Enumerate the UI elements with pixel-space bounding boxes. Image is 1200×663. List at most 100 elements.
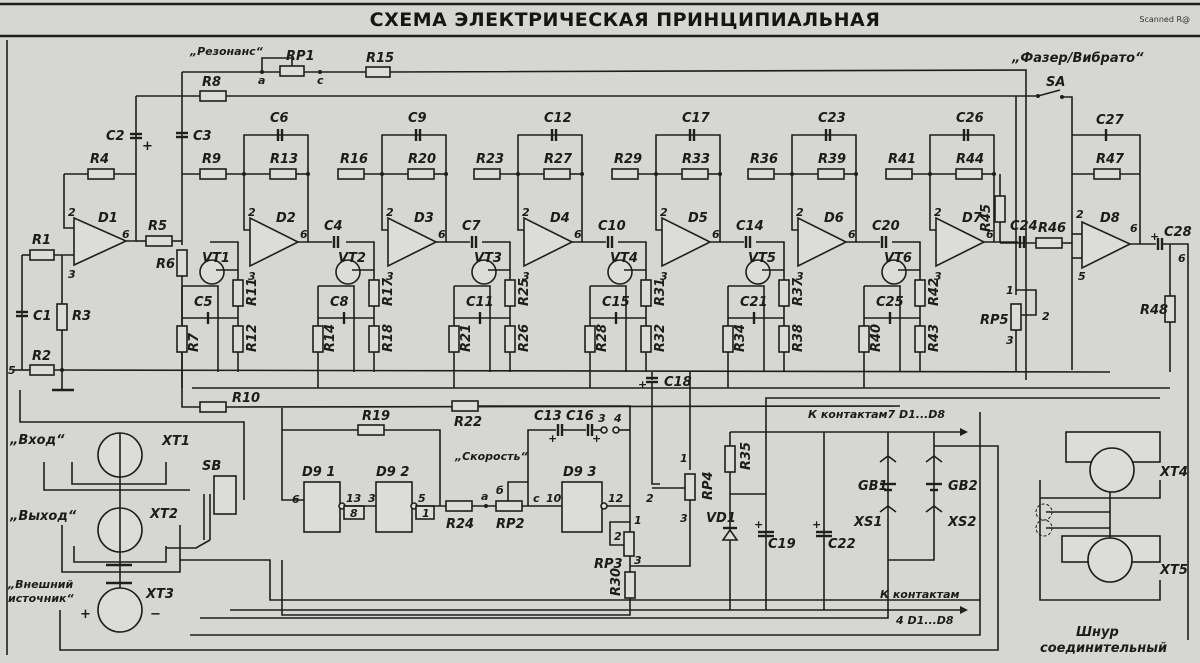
pin-3: 3 <box>660 270 668 283</box>
resistor-r11 <box>232 279 244 307</box>
wire <box>527 429 556 482</box>
resistor-r1 <box>29 249 55 261</box>
phaser-vibrato-label: „Фазер/Вибрато“ <box>1011 51 1144 66</box>
potentiometer-rp5[interactable] <box>1010 303 1022 331</box>
opamp-d5 <box>661 216 712 268</box>
switch-sa[interactable] <box>1037 89 1061 97</box>
pin-3: 3 <box>522 270 530 283</box>
resistor-label: R9 <box>202 152 221 167</box>
d93-label: D9 3 <box>563 465 596 480</box>
wire <box>384 429 441 506</box>
resistor-r14 <box>312 325 324 353</box>
capacitor-label: C5 <box>194 295 213 310</box>
socket-xs1-top <box>879 455 897 463</box>
pin-c: c <box>533 492 540 505</box>
pin-3: 3 <box>598 412 606 425</box>
potentiometer-rp1[interactable] <box>279 65 305 77</box>
pin-3: 3 <box>634 554 642 567</box>
resistor-label: R33 <box>682 152 710 167</box>
gb1-label: GB1 <box>858 479 888 494</box>
pin-2: 2 <box>248 206 256 219</box>
resistor-r2 <box>29 364 55 376</box>
din-connector-xt5[interactable] <box>1087 537 1133 583</box>
din-connector-xt4[interactable] <box>1089 447 1135 493</box>
pin-5: 5 <box>1078 270 1086 283</box>
wire <box>381 174 388 231</box>
resistor-r17 <box>368 279 380 307</box>
r6-label: R6 <box>156 257 175 272</box>
resistor-r26 <box>504 325 516 353</box>
c22-plus: + <box>812 518 821 531</box>
r47-label: R47 <box>1096 152 1125 167</box>
capacitor-label: C26 <box>956 111 984 126</box>
phase-stage: 236 <box>885 129 1026 283</box>
xt2-label: XT2 <box>149 507 178 522</box>
resistor-label: R18 <box>381 324 396 352</box>
resistor-r6 <box>176 249 188 277</box>
capacitor-label: C6 <box>270 111 289 126</box>
jumper-contact <box>612 426 620 434</box>
wire <box>1040 480 1161 499</box>
resistor-r20 <box>407 168 435 180</box>
r15-label: R15 <box>366 51 394 66</box>
resistor-r32 <box>640 325 652 353</box>
wire <box>482 241 511 258</box>
potentiometer-rp4[interactable] <box>684 473 696 501</box>
pin-1: 1 <box>680 452 688 465</box>
xt4-label: XT4 <box>1159 465 1188 480</box>
din-connector-xt3[interactable] <box>97 587 143 633</box>
resistor-label: R41 <box>888 152 916 167</box>
vd1-label: VD1 <box>706 511 736 526</box>
capacitor-label: C14 <box>736 219 764 234</box>
wire <box>63 174 74 229</box>
junction <box>484 504 488 508</box>
opamp-label: D4 <box>550 211 570 226</box>
transistor-label: VT3 <box>474 251 502 266</box>
capacitor-label: C17 <box>682 111 711 126</box>
resistor-r35 <box>724 445 736 473</box>
logic-gate-d9-3 <box>561 481 603 533</box>
resistor-r40 <box>858 325 870 353</box>
pin-3: 3 <box>68 268 76 281</box>
pin-2: 2 <box>522 206 530 219</box>
resistor-label: R38 <box>791 324 806 352</box>
wire <box>230 445 999 651</box>
r30-label: R30 <box>609 568 624 596</box>
arrow-icon <box>960 606 968 614</box>
resistor-r10 <box>199 401 227 413</box>
pin-6: 6 <box>438 228 446 241</box>
r4-label: R4 <box>90 152 109 167</box>
fet-transistor-vt3 <box>471 259 497 285</box>
scan-watermark: Scanned R@ <box>1139 15 1190 24</box>
resistor-label: R16 <box>340 152 368 167</box>
pin-10: 10 <box>546 492 562 505</box>
opamp-d7 <box>935 216 986 268</box>
potentiometer-rp3[interactable] <box>623 531 635 557</box>
pin-5: 5 <box>8 364 16 377</box>
pin-2: 2 <box>660 206 668 219</box>
shield-icon <box>1035 519 1053 537</box>
wire <box>618 241 647 258</box>
c19-plus: + <box>754 518 763 531</box>
d1-label: D1 <box>98 211 118 226</box>
external-source-label-1: „Внешний <box>7 578 74 591</box>
wire <box>73 546 167 563</box>
r46-label: R46 <box>1038 221 1066 236</box>
fet-transistor-vt2 <box>335 259 361 285</box>
phase-stage: 236 <box>747 129 888 283</box>
resistor-r33 <box>681 168 709 180</box>
resistor-r3 <box>56 303 68 331</box>
pin-b: б <box>496 484 504 497</box>
pin-2: 2 <box>1042 310 1050 323</box>
opamp-d3 <box>387 216 438 268</box>
switch-sb[interactable] <box>213 475 237 515</box>
speed-label: „Скорость“ <box>454 450 528 463</box>
resistor-r21 <box>448 325 460 353</box>
potentiometer-rp2[interactable] <box>495 500 523 512</box>
wire <box>478 405 631 506</box>
opamp-d1 <box>73 216 128 267</box>
opamp-d6 <box>797 216 848 268</box>
c16-plus: + <box>592 432 601 445</box>
wire <box>281 560 631 616</box>
